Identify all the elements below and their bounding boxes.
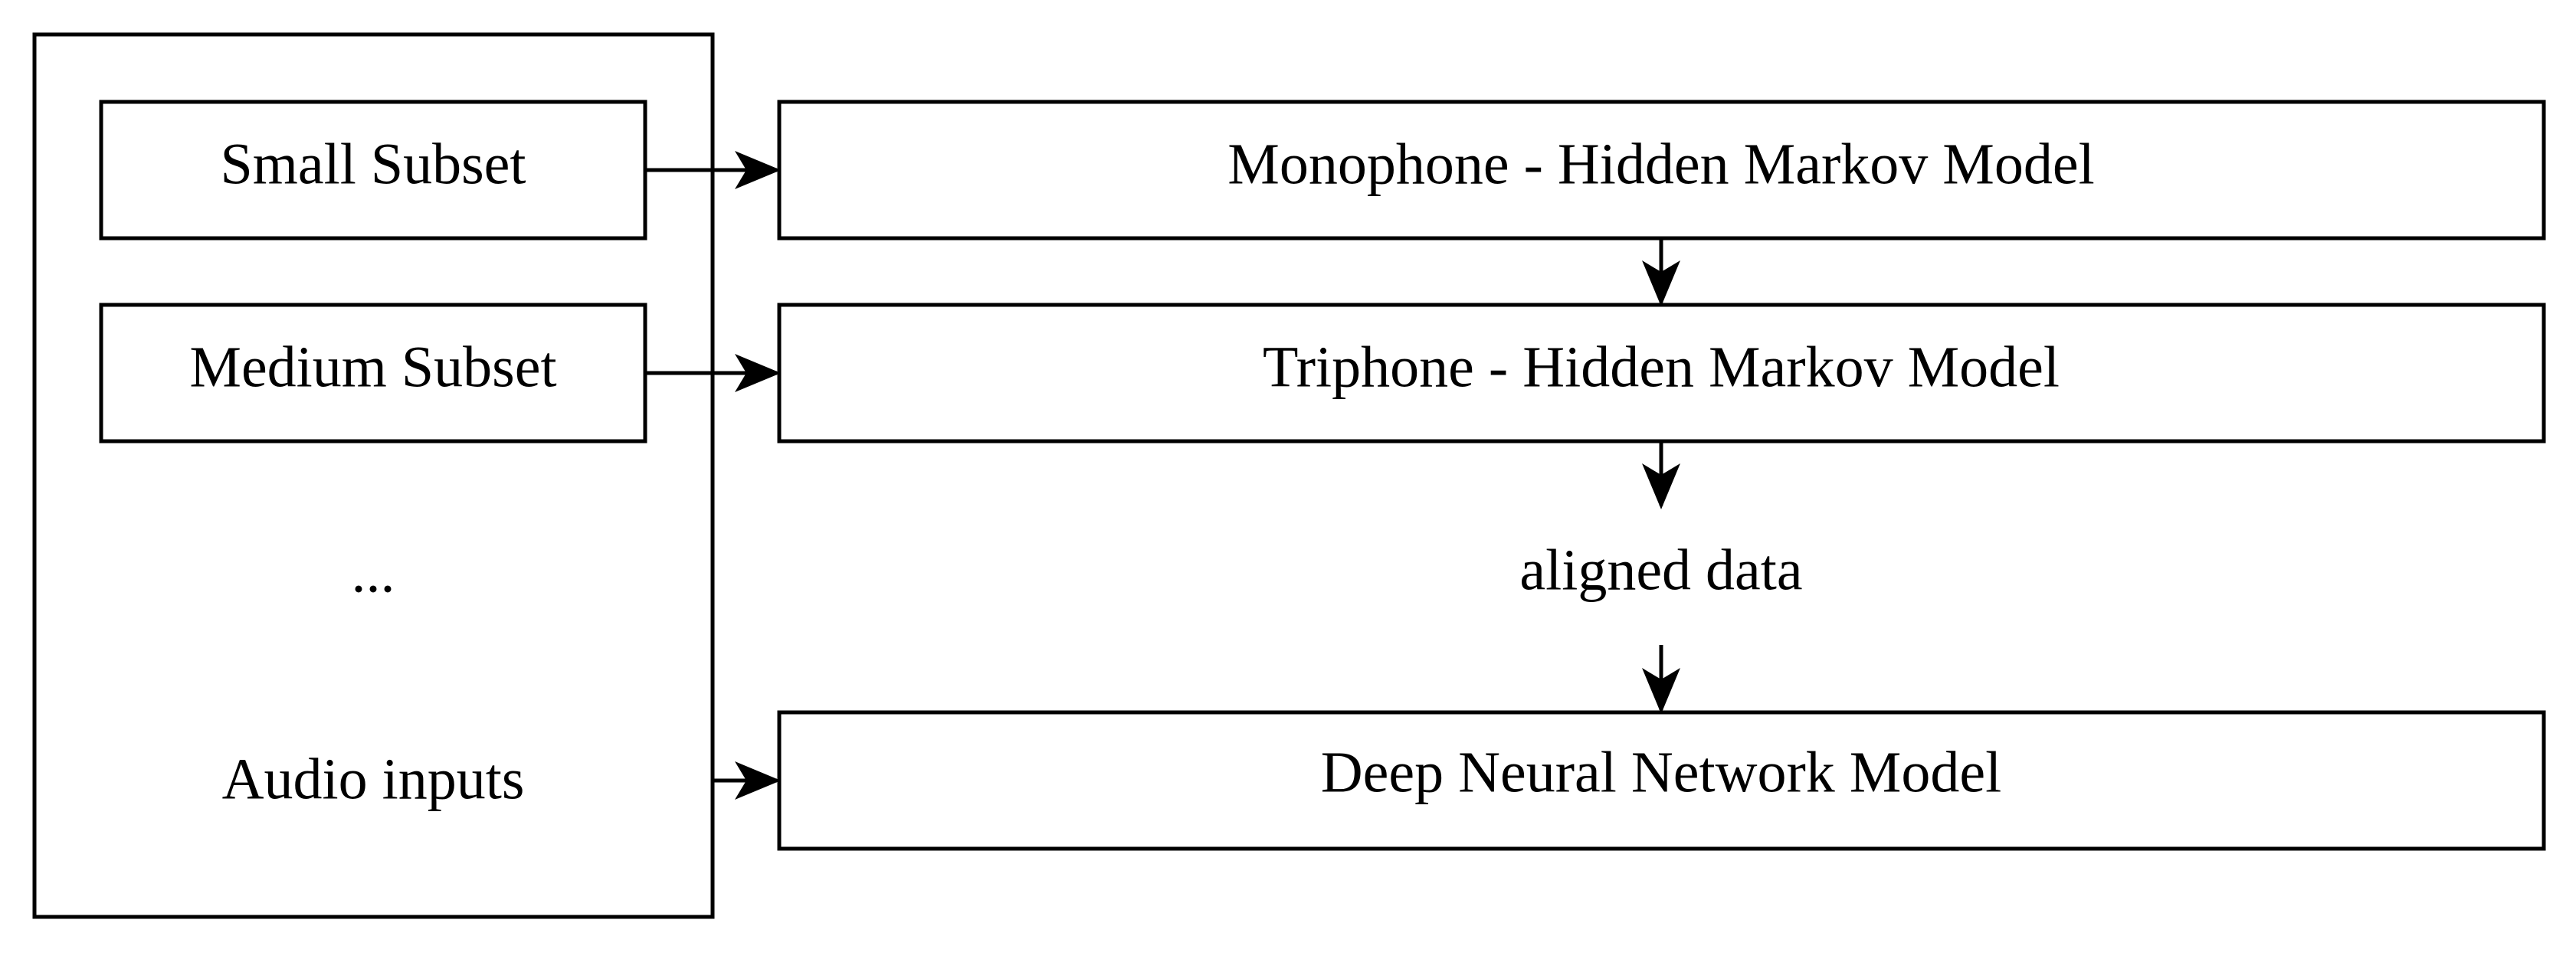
triphone-hmm-label: Triphone - Hidden Markov Model (1263, 335, 2060, 399)
aligned-data-label: aligned data (1519, 538, 1802, 602)
monophone-hmm-box (777, 100, 2546, 241)
ellipsis-label: ... (352, 540, 395, 604)
dnn-model-label: Deep Neural Network Model (1321, 740, 2001, 804)
small-subset-box (99, 100, 647, 241)
monophone-hmm-label: Monophone - Hidden Markov Model (1227, 132, 2094, 196)
audio-inputs-label: Audio inputs (222, 747, 525, 811)
medium-subset-label: Medium Subset (189, 335, 556, 399)
input-group-container (32, 32, 715, 919)
small-subset-label: Small Subset (220, 132, 526, 196)
medium-subset-box (99, 303, 647, 443)
